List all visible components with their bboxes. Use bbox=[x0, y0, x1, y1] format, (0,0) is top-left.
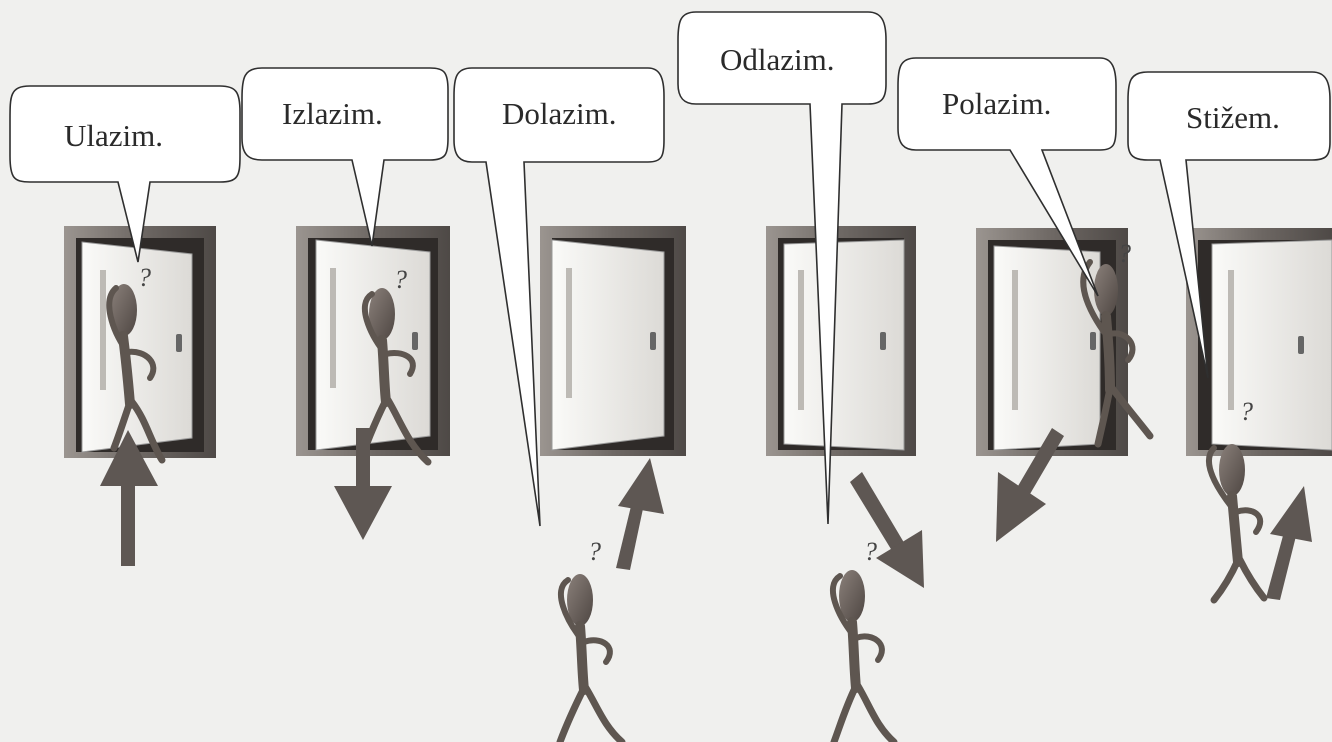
door bbox=[1186, 228, 1332, 456]
bubble-text: Ulazim. bbox=[64, 118, 163, 153]
stick-figure: ? bbox=[358, 265, 432, 466]
question-mark: ? bbox=[138, 263, 151, 292]
bubble-text: Izlazim. bbox=[282, 96, 383, 131]
speech-bubble: Dolazim. bbox=[453, 67, 665, 527]
speech-bubble: Polazim. bbox=[897, 57, 1117, 297]
speech-bubble: Ulazim. bbox=[9, 85, 241, 263]
scene-dolazim: ? Dolazim. bbox=[453, 67, 686, 742]
door bbox=[540, 226, 686, 456]
scene-stizem: ? Stižem. bbox=[1127, 71, 1332, 604]
bubble-text: Odlazim. bbox=[720, 42, 835, 77]
stick-figure: ? bbox=[829, 537, 898, 742]
scene-polazim: ? Polazim. bbox=[897, 57, 1154, 542]
speech-bubble: Odlazim. bbox=[677, 11, 887, 525]
arrow-up-right bbox=[1266, 486, 1312, 600]
question-mark: ? bbox=[864, 537, 877, 566]
arrow-down-left bbox=[996, 428, 1064, 542]
stick-figure: ? bbox=[556, 537, 626, 742]
stick-figure: ? bbox=[106, 263, 166, 464]
arrow-down-right bbox=[850, 472, 924, 588]
speech-bubble: Stižem. bbox=[1127, 71, 1331, 379]
speech-bubble: Izlazim. bbox=[241, 67, 449, 247]
bubble-text: Polazim. bbox=[942, 86, 1051, 121]
door bbox=[64, 226, 216, 458]
door bbox=[296, 226, 450, 456]
question-mark: ? bbox=[1240, 397, 1253, 426]
arrow-up bbox=[100, 430, 158, 566]
bubble-text: Stižem. bbox=[1186, 100, 1280, 135]
scene-ulazim: ? Ulazim. bbox=[9, 85, 241, 566]
question-mark: ? bbox=[394, 265, 407, 294]
door bbox=[766, 226, 916, 456]
bubble-text: Dolazim. bbox=[502, 96, 617, 131]
stick-figure: ? bbox=[1206, 397, 1268, 604]
scene-odlazim: ? Odlazim. bbox=[677, 11, 924, 742]
arrow-down bbox=[334, 428, 392, 540]
scene-izlazim: ? Izlazim. bbox=[241, 67, 450, 540]
question-mark: ? bbox=[1118, 239, 1131, 268]
question-mark: ? bbox=[588, 537, 601, 566]
arrow-up-right bbox=[616, 458, 664, 570]
